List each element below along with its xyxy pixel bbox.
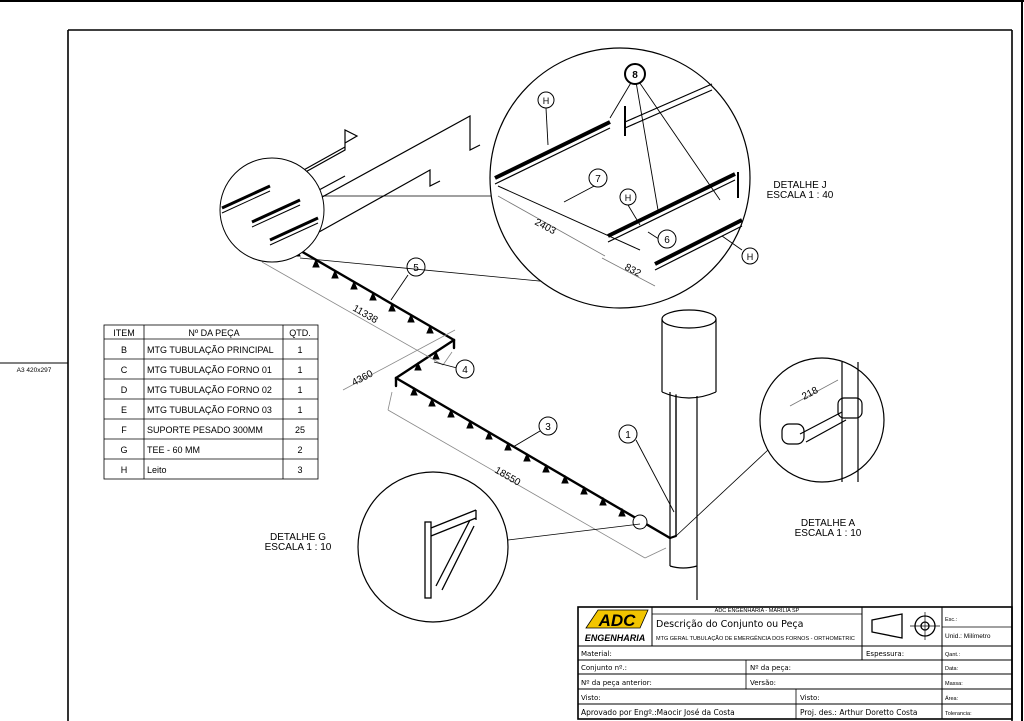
company-name: ADC ENGENHARIA - MARÍLIA SP: [715, 607, 800, 614]
balloon-h-2: H: [625, 193, 632, 203]
detail-a-scale: ESCALA 1 : 10: [795, 528, 862, 539]
qnt-label: Qant.:: [945, 652, 960, 658]
sheet-format-label: A3 420x297: [17, 367, 52, 374]
area-label: Área:: [945, 695, 959, 702]
conjunto-label: Conjunto nº.:: [581, 664, 627, 672]
projection-symbol-icon: [871, 612, 940, 640]
dimension-18550: 18550: [493, 465, 523, 489]
balloon-h-3: H: [747, 252, 754, 262]
description-label: Descrição do Conjunto ou Peça: [656, 619, 803, 630]
bom-cell-item: E: [121, 405, 127, 415]
detail-j-title: DETALHE J: [773, 180, 826, 191]
bom-cell-qty: 1: [297, 345, 302, 355]
detail-g-scale: ESCALA 1 : 10: [265, 542, 332, 553]
bom-cell-item: H: [121, 465, 128, 475]
bom-cell-part: Leito: [147, 465, 167, 475]
esc-label: Esc.:: [945, 617, 958, 623]
balloon-3: 3: [545, 422, 551, 433]
detail-j-connector-2: [299, 257, 561, 284]
detail-j-scale: ESCALA 1 : 40: [767, 190, 834, 201]
bom-cell-item: D: [121, 385, 128, 395]
bom-cell-item: B: [121, 345, 127, 355]
detail-g-circle: [357, 471, 641, 623]
dimension-4360: 4360: [350, 368, 375, 388]
logo-text-top: ADC: [598, 611, 637, 630]
bom-cell-item: C: [121, 365, 128, 375]
balloon-h-1: H: [543, 96, 550, 106]
dimension-lines: [261, 251, 667, 559]
tank: [661, 309, 717, 600]
detail-g-title: DETALHE G: [270, 532, 326, 543]
bom-cell-qty: 2: [297, 445, 302, 455]
detail-a-circle: [675, 357, 885, 537]
visto-label-1: Visto:: [581, 694, 601, 702]
massa-label: Massa:: [945, 681, 963, 687]
bom-cell-qty: 1: [297, 405, 302, 415]
aprovado-label: Aprovado por Engº.:Maocir José da Costa: [581, 708, 735, 717]
tolerancia-label: Tolerancia:: [945, 711, 972, 717]
bom-cell-item: F: [121, 425, 127, 435]
bom-header-1: Nº DA PEÇA: [188, 328, 239, 338]
unid-label: Unid.: Milímetro: [945, 633, 991, 640]
versao-label: Versão:: [750, 679, 776, 687]
balloon-4: 4: [462, 365, 468, 376]
espessura-label: Espessura:: [866, 650, 904, 658]
bom-text: ITEM Nº DA PEÇA QTD. B MTG TUBULAÇÃO PRINCIP…: [113, 328, 311, 475]
visto-label-2: Visto:: [800, 694, 820, 702]
detail-circle-small-upper-left: [219, 157, 325, 263]
bom-cell-part: TEE - 60 MM: [147, 445, 200, 455]
bom-table: [103, 324, 319, 480]
bom-cell-qty: 1: [297, 385, 302, 395]
company-logo: ADC ENGENHARIA: [585, 609, 649, 643]
bom-cell-part: SUPORTE PESADO 300MM: [147, 425, 263, 435]
bom-cell-part: MTG TUBULAÇÃO PRINCIPAL: [147, 345, 274, 355]
bom-cell-item: G: [120, 445, 127, 455]
data-label: Data:: [945, 666, 959, 672]
bom-cell-part: MTG TUBULAÇÃO FORNO 01: [147, 365, 272, 375]
bom-cell-qty: 3: [297, 465, 302, 475]
bom-cell-part: MTG TUBULAÇÃO FORNO 03: [147, 405, 272, 415]
detail-j-circle: [489, 47, 759, 309]
balloon-8: 8: [632, 70, 638, 81]
description-value: MTG GERAL TUBULAÇÃO DE EMERGÊNCIA DOS FO…: [656, 634, 855, 642]
bom-cell-qty: 25: [295, 425, 305, 435]
title-block: [577, 606, 1013, 720]
balloon-6: 6: [664, 235, 670, 246]
balloon-5: 5: [413, 263, 419, 274]
peca-label: Nº da peça:: [750, 664, 791, 672]
bom-header-0: ITEM: [113, 328, 135, 338]
balloon-1: 1: [625, 430, 631, 441]
logo-text-bottom: ENGENHARIA: [585, 633, 646, 643]
peca-anterior-label: Nº da peça anterior:: [581, 679, 652, 687]
bom-header-2: QTD.: [289, 328, 311, 338]
balloon-7: 7: [595, 174, 601, 185]
bom-cell-qty: 1: [297, 365, 302, 375]
dimension-11338: 11338: [351, 303, 380, 326]
bom-cell-part: MTG TUBULAÇÃO FORNO 02: [147, 385, 272, 395]
detail-a-title: DETALHE A: [801, 518, 856, 529]
projetista-label: Proj. des.: Arthur Doretto Costa: [800, 708, 917, 717]
material-label: Material:: [581, 650, 612, 658]
